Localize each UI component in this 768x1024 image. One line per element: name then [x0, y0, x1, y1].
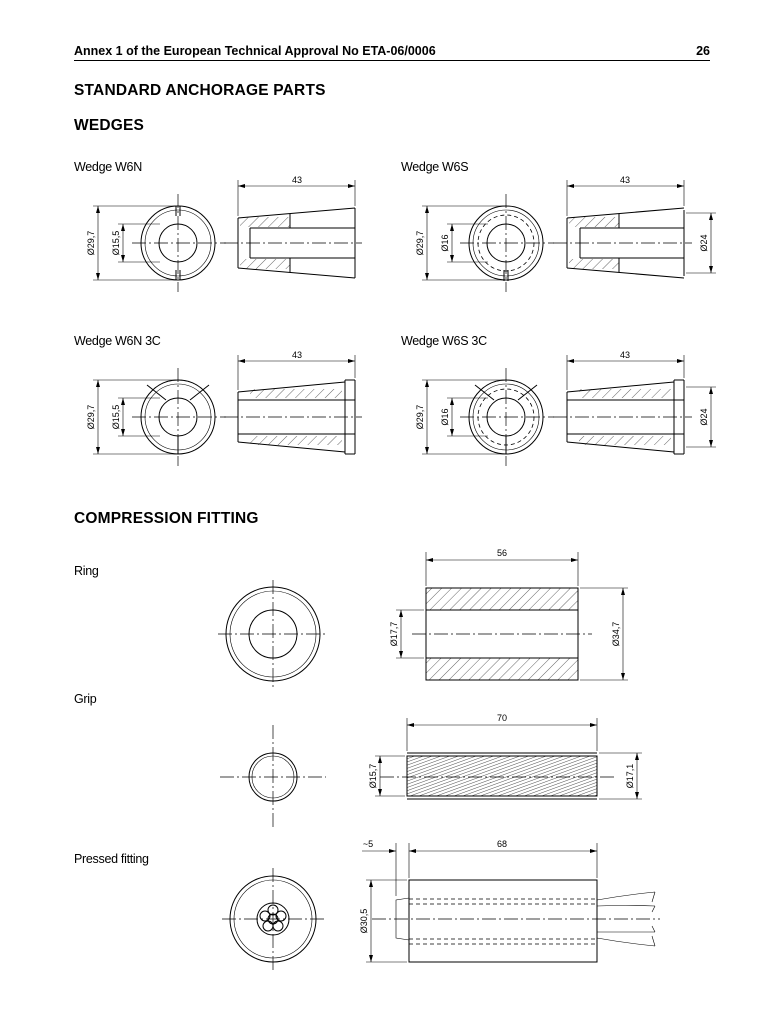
ring-dimensions: [396, 552, 628, 681]
dim-w6n-outer-dia: Ø29,7: [86, 231, 96, 256]
grip-dimensions: [375, 718, 642, 800]
pressed-fitting-drawing: [222, 843, 660, 970]
dim-pressed-length: 68: [497, 839, 507, 849]
dim-pressed-outer-dia: Ø30,5: [359, 909, 369, 934]
dim-w6s-length: 43: [620, 175, 630, 185]
grip-end-view: [220, 725, 326, 828]
dim-ring-length: 56: [497, 548, 507, 558]
label-wedge-w6s: Wedge W6S: [401, 160, 469, 174]
dim-w6s-outer-dia: Ø29,7: [415, 231, 425, 256]
dim-w6n-3c-outer-dia: Ø29,7: [86, 405, 96, 430]
ring-end-view: [218, 580, 328, 688]
wedge-w6s-end-view: [460, 194, 554, 292]
dim-w6s-3c-inner-dia: Ø16: [440, 408, 450, 425]
wedge-w6n-drawing: [93, 180, 362, 292]
dim-w6s-inner-dia: Ø16: [440, 234, 450, 251]
wedge-w6s-3c-drawing: [422, 355, 716, 466]
wedge-w6s-dimensions: [422, 180, 716, 281]
dim-w6s-3c-end-dia: Ø24: [699, 408, 709, 425]
wedge-w6n-3c-end-view: [132, 368, 226, 466]
dim-w6n-3c-inner-dia: Ø15,5: [111, 405, 121, 430]
page-number: 26: [696, 44, 710, 58]
document-title: Annex 1 of the European Technical Approv…: [74, 44, 436, 58]
wedge-w6n-3c-drawing: [93, 355, 362, 466]
page-header: Annex 1 of the European Technical Approv…: [74, 44, 710, 61]
dim-w6s-end-dia: Ø24: [699, 234, 709, 251]
ring-side-view: [412, 587, 592, 681]
section-heading-compression-fitting: COMPRESSION FITTING: [74, 510, 259, 527]
dim-w6s-3c-outer-dia: Ø29,7: [415, 405, 425, 430]
wedge-w6s-3c-side-view: [553, 379, 692, 455]
label-wedge-w6n-3c: Wedge W6N 3C: [74, 334, 161, 348]
dim-w6s-3c-length: 43: [620, 350, 630, 360]
ring-drawing: [218, 552, 628, 688]
pressed-fitting-side-view: [372, 879, 660, 963]
dim-ring-outer-dia: Ø34,7: [611, 622, 621, 647]
label-wedge-w6s-3c: Wedge W6S 3C: [401, 334, 487, 348]
wedge-w6n-3c-dimensions: [93, 355, 356, 455]
wedge-w6s-3c-end-view: [460, 368, 554, 466]
label-pressed-fitting: Pressed fitting: [74, 852, 149, 866]
dim-w6n-length: 43: [292, 175, 302, 185]
wedge-w6s-drawing: [422, 180, 716, 292]
dim-grip-outer-dia: Ø17,1: [625, 764, 635, 789]
section-heading-standard-parts: STANDARD ANCHORAGE PARTS: [74, 82, 326, 99]
dim-w6n-3c-length: 43: [292, 350, 302, 360]
dim-w6n-inner-dia: Ø15,5: [111, 231, 121, 256]
grip-side-view: [380, 752, 614, 800]
dim-pressed-offset: ~5: [363, 839, 373, 849]
wedge-w6n-3c-side-view: [224, 379, 362, 455]
wedge-w6n-end-view: [132, 194, 226, 292]
grip-drawing: [220, 718, 642, 828]
pressed-fitting-dimensions: [362, 843, 598, 963]
wedge-w6n-side-view: [224, 207, 362, 279]
wedge-w6s-side-view: [553, 207, 692, 279]
dim-grip-inner-dia: Ø15,7: [368, 764, 378, 789]
label-grip: Grip: [74, 692, 97, 706]
pressed-fitting-end-view: [222, 868, 324, 970]
wedge-w6s-3c-dimensions: [422, 355, 716, 455]
dim-ring-inner-dia: Ø17,7: [389, 622, 399, 647]
dim-grip-length: 70: [497, 713, 507, 723]
wedge-w6n-dimensions: [93, 180, 356, 281]
section-heading-wedges: WEDGES: [74, 117, 145, 134]
label-wedge-w6n: Wedge W6N: [74, 160, 142, 174]
label-ring: Ring: [74, 564, 99, 578]
